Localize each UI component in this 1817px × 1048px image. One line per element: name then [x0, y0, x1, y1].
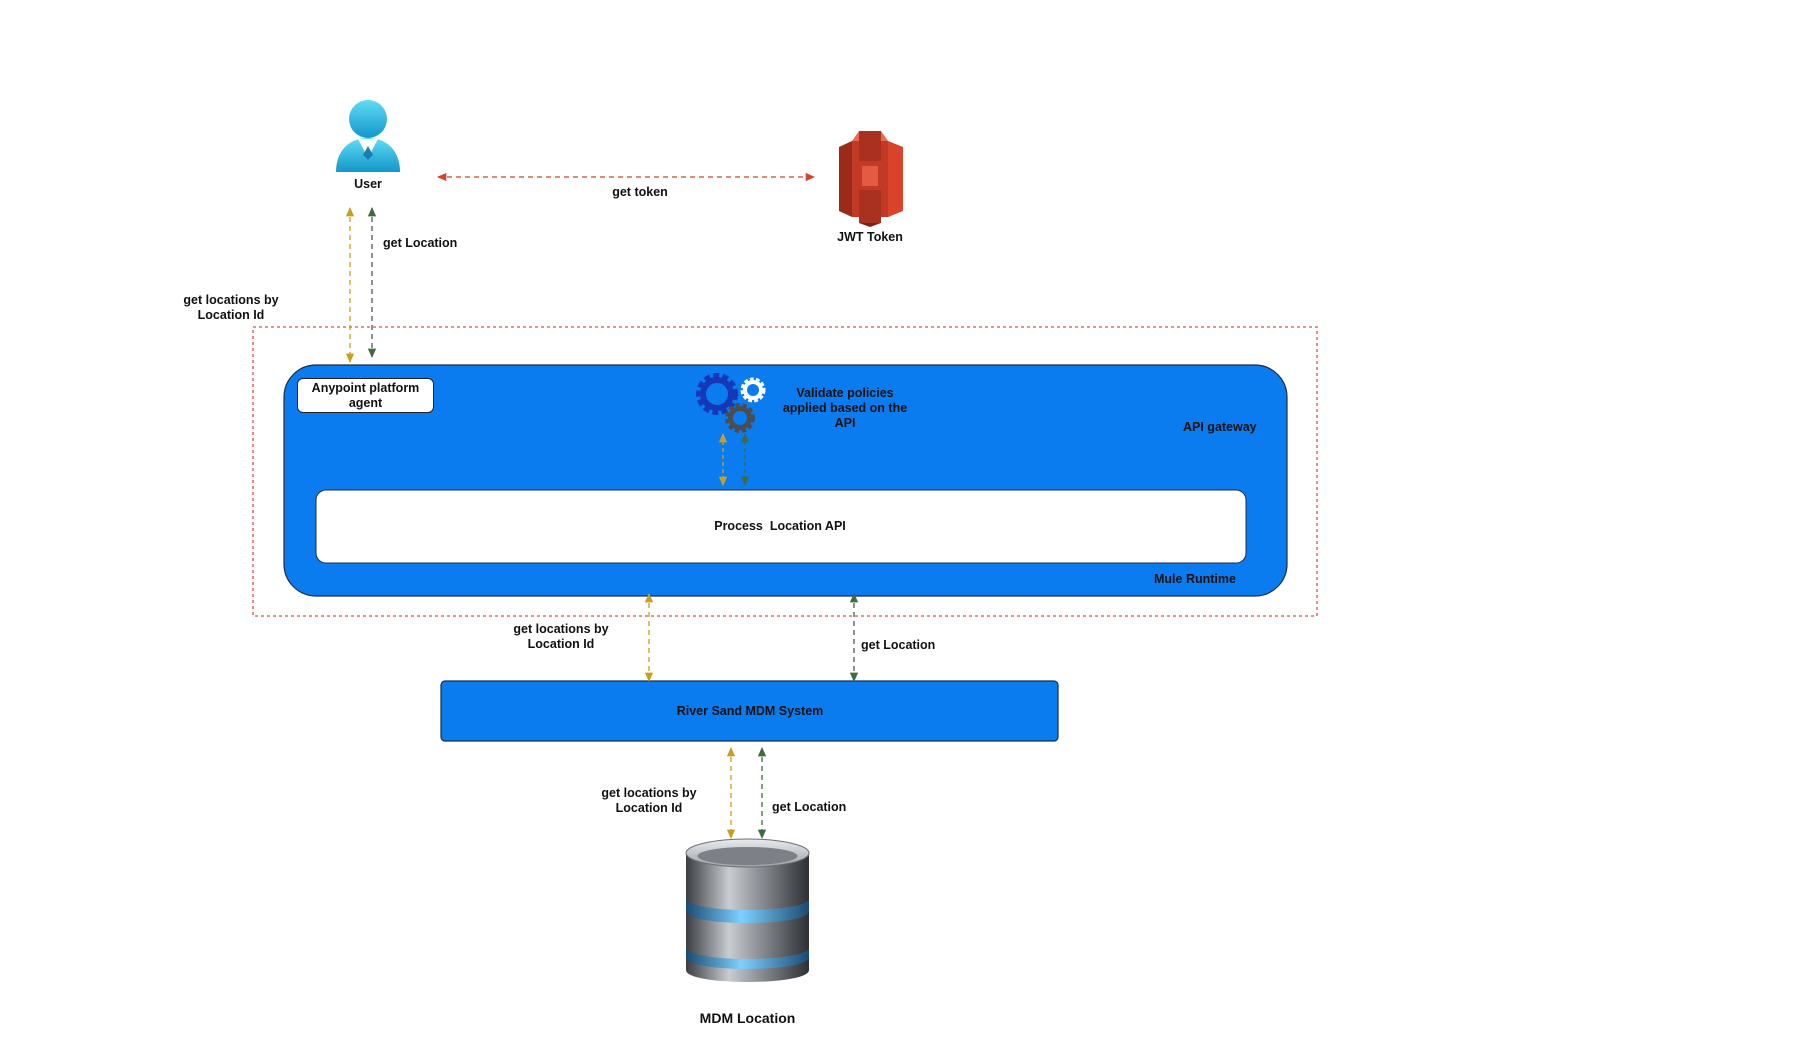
mdm-location-label: MDM Location: [699, 1010, 796, 1026]
mule-runtime-label: Mule Runtime: [1154, 572, 1236, 586]
api-gateway-boundary: [252, 326, 1318, 617]
s3-bucket-icon: [839, 131, 903, 227]
database-icon: [685, 838, 810, 982]
get-token-label: get token: [612, 185, 668, 199]
runtime-get-locations-label: get locations by Location Id: [513, 622, 609, 651]
db-get-location-label: get Location: [772, 800, 847, 814]
gears-icon: [696, 373, 766, 433]
validate-policies-label: Validate policies applied based on the A…: [782, 386, 908, 430]
mdm-system-box[interactable]: [440, 680, 1059, 742]
user-get-locations-label: get locations by Location Id: [183, 293, 279, 322]
runtime-get-location-label: get Location: [861, 638, 936, 652]
user-icon: [336, 100, 400, 172]
process-location-api-label: Process Location API: [714, 519, 846, 533]
anypoint-agent-box[interactable]: Anypoint platform agent: [297, 378, 434, 413]
db-get-locations-label: get locations by Location Id: [601, 786, 697, 815]
mdm-system-label: River Sand MDM System: [676, 704, 824, 718]
api-gateway-label: API gateway: [1183, 420, 1257, 434]
user-get-location-label: get Location: [383, 236, 458, 250]
process-location-api-box[interactable]: [315, 489, 1247, 564]
user-label: User: [354, 177, 382, 191]
jwt-token-label: JWT Token: [837, 230, 903, 244]
